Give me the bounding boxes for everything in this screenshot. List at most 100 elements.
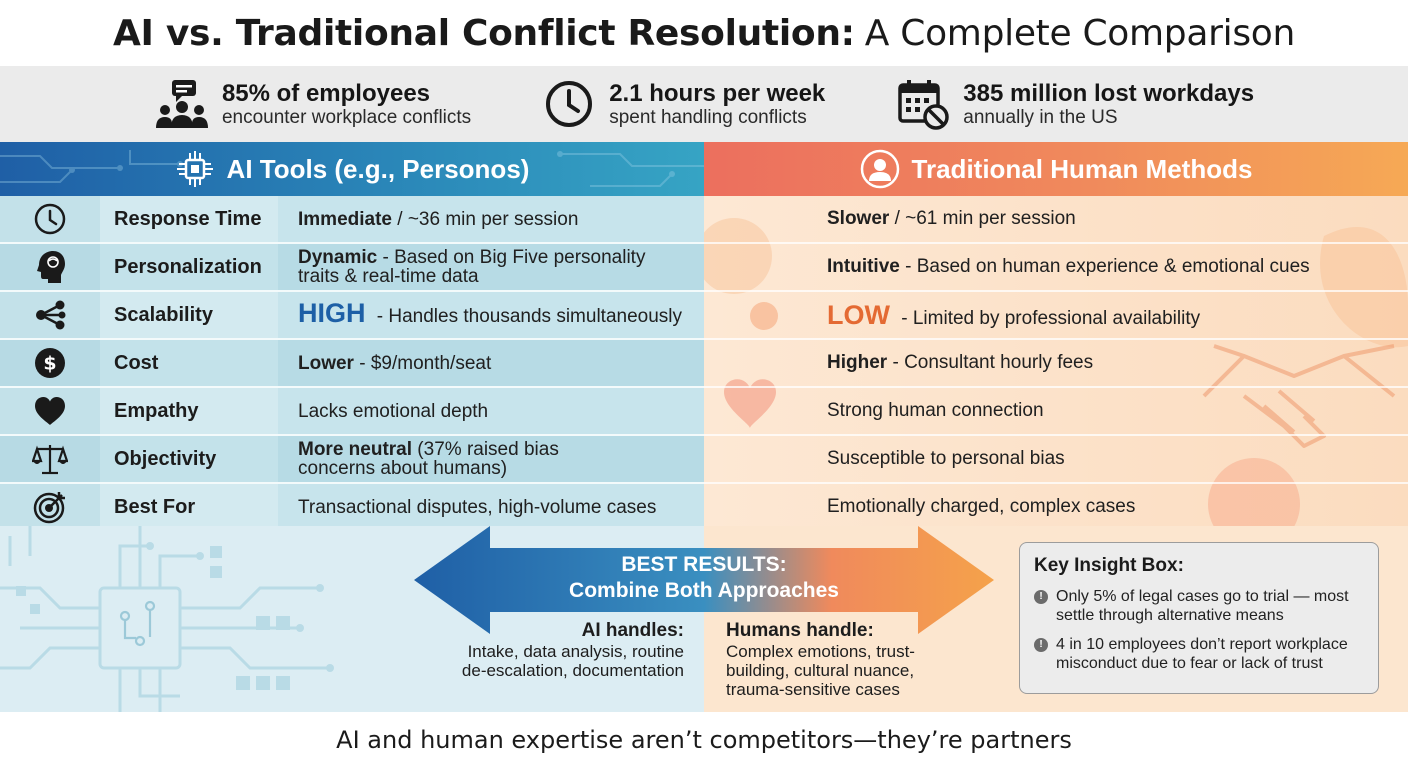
row-label: Empathy <box>100 388 278 434</box>
circuit-board-icon <box>0 526 334 712</box>
stat-subtext: spent handling conflicts <box>609 106 807 128</box>
scales-icon <box>0 436 100 482</box>
ai-cell: Lower - $9/month/seat <box>278 340 704 386</box>
stats-strip: 85% of employees encounter workplace con… <box>0 66 1408 142</box>
traditional-column-bg <box>704 196 1408 526</box>
comparison-table: Response Time Immediate / ~36 min per se… <box>0 196 1408 530</box>
traditional-cell: Emotionally charged, complex cases <box>704 484 1408 530</box>
clock-icon <box>0 196 100 242</box>
stat-subtext: encounter workplace conflicts <box>221 106 472 128</box>
page-title: AI vs. Traditional Conflict Resolution: … <box>0 0 1408 66</box>
insight-title: Key Insight Box: <box>1034 555 1184 576</box>
traditional-cell: Slower / ~61 min per session <box>704 196 1408 242</box>
brain-head-icon <box>0 244 100 290</box>
table-row: Response Time Immediate / ~36 min per se… <box>0 196 1408 242</box>
trad-cell-strong: Slower <box>827 208 890 229</box>
trad-cell-text: / ~61 min per session <box>889 208 1076 229</box>
footer-tagline: AI and human expertise aren’t competitor… <box>336 726 1072 754</box>
row-label: Cost <box>100 340 278 386</box>
trad-cell-strong: Higher <box>827 352 888 373</box>
insight-item: ! Only 5% of legal cases go to trial — m… <box>1034 587 1364 625</box>
info-icon: ! <box>1034 638 1048 652</box>
ai-cell-strong: Dynamic <box>298 247 378 268</box>
stat-headline: 85% of employees <box>221 79 431 107</box>
ai-cell-strong: HIGH <box>298 298 366 328</box>
ai-cell: Immediate / ~36 min per session <box>278 196 704 242</box>
people-chat-icon <box>154 76 210 132</box>
row-label: Best For <box>100 484 278 530</box>
title-light: A Complete Comparison <box>864 12 1296 54</box>
traditional-cell: Strong human connection <box>704 388 1408 434</box>
row-label: Personalization <box>100 244 278 290</box>
ai-cell-text: Lacks emotional depth <box>298 400 489 422</box>
stat-subtext: annually in the US <box>963 106 1118 128</box>
traditional-cell: Susceptible to personal bias <box>704 436 1408 482</box>
table-row: Scalability HIGH - Handles thousands sim… <box>0 292 1408 338</box>
ai-cell-text: Transactional disputes, high-volume case… <box>298 496 657 518</box>
ai-handles-text: Intake, data analysis, routine de-escala… <box>461 642 684 680</box>
insight-text: Only 5% of legal cases go to trial — mos… <box>1056 588 1349 624</box>
ai-cell-text: - Based on Big Five personality traits &… <box>298 247 646 287</box>
stat-headline: 385 million lost workdays <box>963 79 1255 107</box>
table-row: $ Cost Lower - $9/month/seat Higher - Co… <box>0 340 1408 386</box>
ai-cell-text: / ~36 min per session <box>391 208 579 230</box>
person-avatar-icon <box>860 149 900 189</box>
calendar-blocked-icon <box>895 76 951 132</box>
row-label: Response Time <box>100 196 278 242</box>
traditional-cell: Higher - Consultant hourly fees <box>704 340 1408 386</box>
decorative-shapes <box>704 218 1408 526</box>
trad-cell-text: Emotionally charged, complex cases <box>827 496 1136 517</box>
clock-icon <box>541 76 597 132</box>
heart-icon <box>0 388 100 434</box>
title-bold: AI vs. Traditional Conflict Resolution: <box>112 12 855 54</box>
table-row: Best For Transactional disputes, high-vo… <box>0 484 1408 530</box>
combine-banner: BEST RESULTS: Combine Both Approaches <box>504 552 904 604</box>
table-row: Objectivity More neutral (37% raised bia… <box>0 436 1408 482</box>
ai-cell-text: - Handles thousands simultaneously <box>371 306 683 327</box>
trad-cell-text: - Limited by professional availability <box>895 307 1201 329</box>
double-arrow-icon <box>414 526 994 634</box>
ai-cell-text: (37% raised bias concerns about humans) <box>298 439 559 479</box>
header-ai-label: AI Tools (e.g., Personos) <box>226 153 530 184</box>
trad-cell-text: Susceptible to personal bias <box>827 448 1065 469</box>
trad-cell-text: - Consultant hourly fees <box>887 352 1094 373</box>
ai-cell-text: - $9/month/seat <box>353 352 492 374</box>
row-label: Scalability <box>100 292 278 338</box>
circuit-pattern-icon <box>0 150 704 187</box>
traditional-cell: Intuitive - Based on human experience & … <box>704 244 1408 290</box>
traditional-cell: LOW - Limited by professional availabili… <box>704 292 1408 338</box>
ai-cell-strong: Lower <box>298 352 354 374</box>
ai-cell-strong: More neutral <box>298 439 413 460</box>
stat-hours: 2.1 hours per week spent handling confli… <box>541 76 825 132</box>
combine-line1: BEST RESULTS: <box>621 553 787 576</box>
ai-cell-strong: Immediate <box>298 208 392 230</box>
human-handles-title: Humans handle: <box>726 620 874 641</box>
trad-cell-strong: LOW <box>827 299 890 330</box>
row-label: Objectivity <box>100 436 278 482</box>
share-nodes-icon <box>0 292 100 338</box>
header-traditional-label: Traditional Human Methods <box>911 153 1253 184</box>
bottom-section: BEST RESULTS: Combine Both Approaches AI… <box>0 526 1408 712</box>
human-handles-text: Complex emotions, trust-building, cultur… <box>726 642 915 699</box>
ai-cell: Transactional disputes, high-volume case… <box>278 484 704 530</box>
svg-text:$: $ <box>43 353 56 375</box>
info-icon: ! <box>1034 590 1048 604</box>
table-row: Empathy Lacks emotional depth Strong hum… <box>0 388 1408 434</box>
key-insight-box: Key Insight Box: ! Only 5% of legal case… <box>1019 542 1379 694</box>
stat-workdays: 385 million lost workdays annually in th… <box>895 76 1254 132</box>
insight-item: ! 4 in 10 employees don’t report workpla… <box>1034 635 1364 673</box>
trad-cell-text: Strong human connection <box>827 400 1044 421</box>
ai-cell: HIGH - Handles thousands simultaneously <box>278 292 704 338</box>
stat-headline: 2.1 hours per week <box>609 79 826 107</box>
stat-employees: 85% of employees encounter workplace con… <box>154 76 471 132</box>
trad-cell-strong: Intuitive <box>827 256 900 277</box>
trad-cell-text: - Based on human experience & emotional … <box>899 256 1310 277</box>
table-row: Personalization Dynamic - Based on Big F… <box>0 244 1408 290</box>
header-traditional: Traditional Human Methods <box>704 142 1408 196</box>
ai-cell: Dynamic - Based on Big Five personality … <box>278 244 704 290</box>
combine-line2: Combine Both Approaches <box>569 579 839 602</box>
ai-cell: More neutral (37% raised bias concerns a… <box>278 436 704 482</box>
ai-cell: Lacks emotional depth <box>278 388 704 434</box>
ai-handles: AI handles: Intake, data analysis, routi… <box>440 620 684 680</box>
human-handles: Humans handle: Complex emotions, trust-b… <box>726 620 976 699</box>
